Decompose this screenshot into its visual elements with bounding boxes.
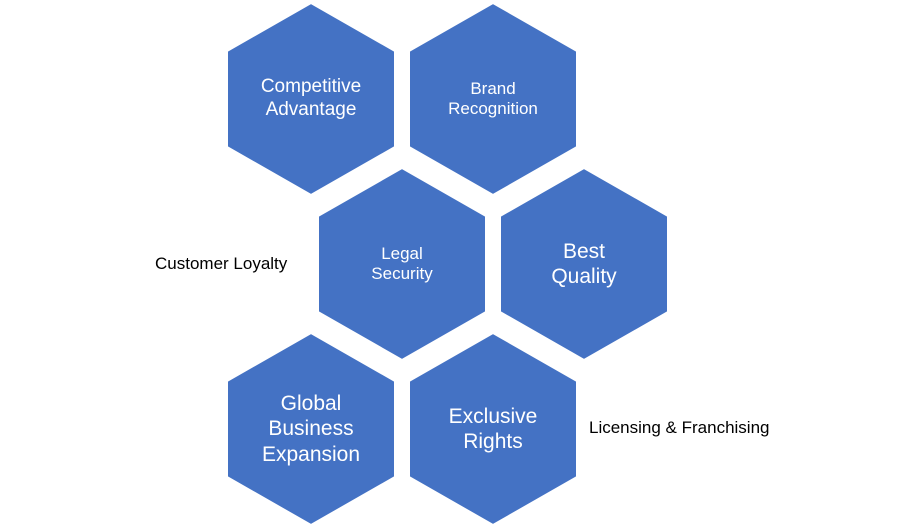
global-business-expansion-hexagon: [226, 331, 396, 527]
legal-security-hexagon: [317, 166, 487, 362]
competitive-advantage-hexagon: [226, 1, 396, 197]
customer-loyalty-label: Customer Loyalty: [155, 254, 288, 273]
exclusive-rights-hexagon: [408, 331, 578, 527]
licensing-franchising-label: Licensing & Franchising: [589, 418, 770, 437]
brand-recognition-hexagon: [408, 1, 578, 197]
best-quality-hexagon: [499, 166, 669, 362]
